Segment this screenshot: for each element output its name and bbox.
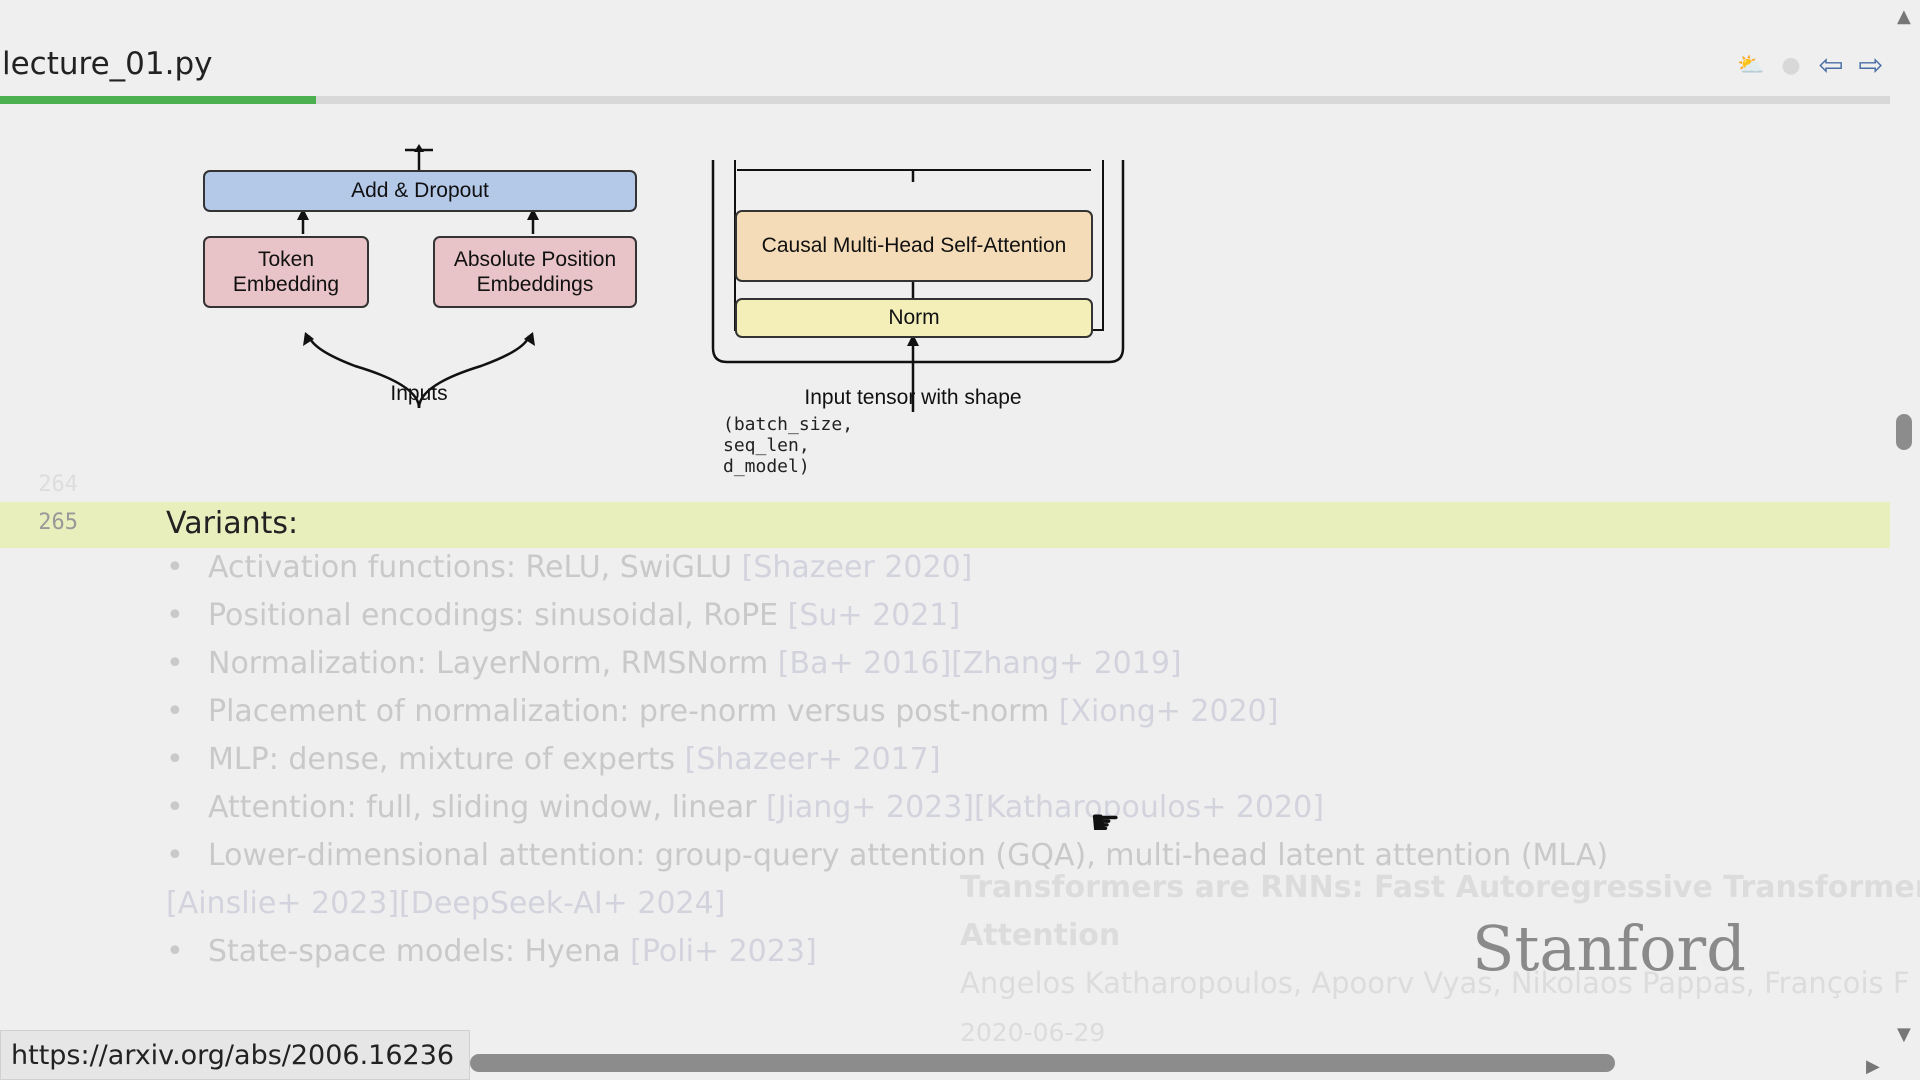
position-embeddings-box: Absolute Position Embeddings	[433, 236, 637, 308]
token-embedding-box: Token Embedding	[203, 236, 369, 308]
vertical-scrollbar[interactable]	[1896, 414, 1912, 450]
toolbar: ⛅ ● ⇦ ⇨	[1736, 47, 1886, 83]
variants-heading: Variants:	[166, 506, 299, 541]
list-item: •MLP: dense, mixture of experts [Shazeer…	[166, 742, 941, 777]
hand-cursor-icon: ☛	[1090, 803, 1121, 843]
code-line: 264	[38, 472, 78, 497]
tooltip-date: 2020-06-29	[960, 1018, 1106, 1047]
arrow-left-icon[interactable]: ⇦	[1818, 47, 1844, 83]
sun-cloud-icon[interactable]: ⛅	[1737, 52, 1765, 78]
tooltip-authors: Angelos Katharopoulos, Apoorv Vyas, Niko…	[960, 966, 1910, 1000]
list-item: •Activation functions: ReLU, SwiGLU [Sha…	[166, 550, 973, 585]
scroll-right-arrow[interactable]: ▶	[1866, 1056, 1880, 1077]
list-item: •Normalization: LayerNorm, RMSNorm [Ba+ …	[166, 646, 1182, 681]
citation-link[interactable]: [Shazeer+ 2017]	[684, 742, 941, 777]
arrow-right-icon[interactable]: ⇨	[1858, 47, 1884, 83]
paper-tooltip: Transformers are RNNs: Fast Autoregressi…	[940, 850, 1920, 1050]
citation-link[interactable]: [Ainslie+ 2023][DeepSeek-AI+ 2024]	[166, 886, 726, 921]
title-bar: lecture_01.py ⛅ ● ⇦ ⇨	[0, 0, 1920, 96]
circle-icon[interactable]: ●	[1781, 52, 1801, 78]
citation-link[interactable]: [Shazeer 2020]	[741, 550, 973, 585]
inputs-label: Inputs	[390, 382, 448, 405]
scroll-down-arrow[interactable]: ▼	[1897, 1024, 1911, 1045]
list-item: •Positional encodings: sinusoidal, RoPE …	[166, 598, 961, 633]
current-line[interactable]: 265 Variants:	[0, 502, 1890, 548]
horizontal-scrollbar[interactable]	[470, 1054, 1615, 1072]
list-item: •Lower-dimensional attention: group-quer…	[166, 838, 1609, 873]
status-url: https://arxiv.org/abs/2006.16236	[0, 1030, 470, 1080]
citation-link[interactable]: [Poli+ 2023]	[630, 934, 817, 969]
shape-label: (batch_size, seq_len, d_model)	[723, 414, 854, 477]
norm-box: Norm	[735, 298, 1093, 338]
list-item: •Placement of normalization: pre-norm ve…	[166, 694, 1279, 729]
content-area: Add & Dropout Token Embedding Absolute P…	[0, 104, 1890, 1044]
line-number: 265	[38, 510, 78, 535]
progress-bar	[0, 96, 1890, 104]
add-dropout-box: Add & Dropout	[203, 170, 637, 212]
scroll-up-arrow[interactable]: ▲	[1897, 6, 1911, 27]
tooltip-title: Transformers are RNNs: Fast Autoregressi…	[960, 870, 1920, 953]
citation-link[interactable]: [Jiang+ 2023][Katharopoulos+ 2020]	[765, 790, 1324, 825]
citation-link[interactable]: [Su+ 2021]	[787, 598, 961, 633]
list-item: •Attention: full, sliding window, linear…	[166, 790, 1324, 825]
citation-link[interactable]: [Ba+ 2016][Zhang+ 2019]	[777, 646, 1182, 681]
causal-attention-box: Causal Multi-Head Self-Attention	[735, 210, 1093, 282]
input-tensor-label: Input tensor with shape	[804, 386, 1022, 409]
citation-link[interactable]: [Xiong+ 2020]	[1058, 694, 1279, 729]
file-title: lecture_01.py	[2, 46, 213, 82]
progress-fill	[0, 96, 316, 104]
list-item: •State-space models: Hyena [Poli+ 2023]	[166, 934, 817, 969]
stanford-watermark: Stanford	[1472, 912, 1746, 985]
